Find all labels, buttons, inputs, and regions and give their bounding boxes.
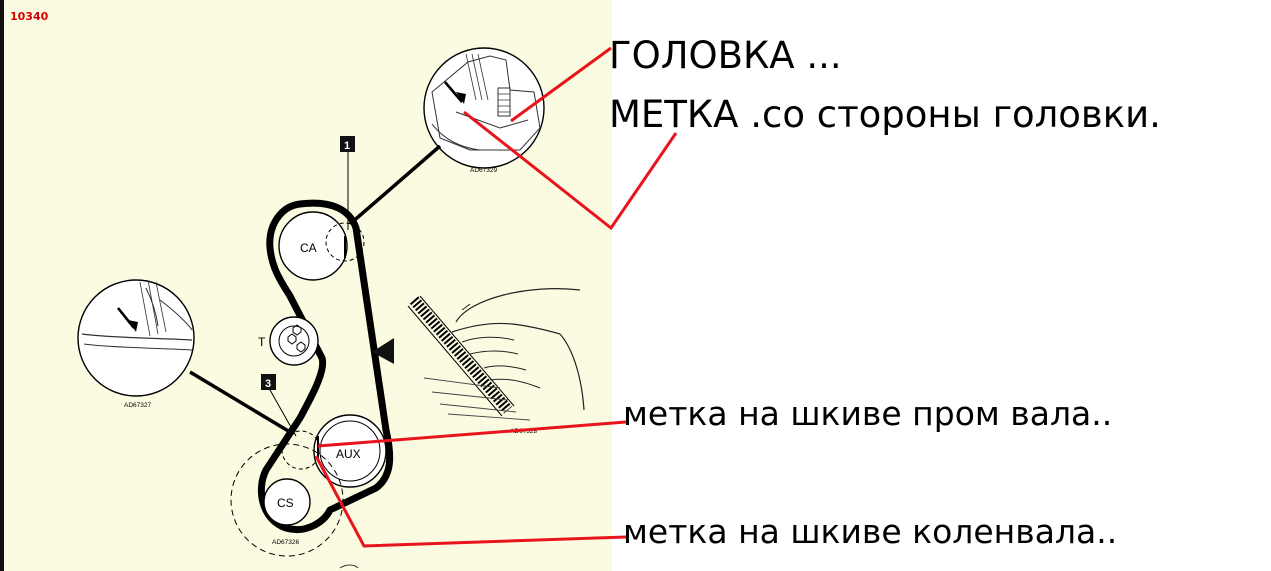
figure-ref-install: AD67328: [510, 428, 537, 435]
pulley-label-tensioner: T: [258, 335, 266, 349]
annotation-head: ГОЛОВКА ...: [609, 34, 842, 77]
document-id: 10340: [10, 10, 49, 23]
crank-detail-view: AD67327: [77, 279, 195, 409]
camshaft-detail-leader: [348, 144, 442, 226]
figure-ref-belt: AD67326: [272, 539, 299, 546]
crankshaft-pulley: [263, 478, 311, 526]
crankshaft-outline: [230, 443, 344, 557]
left-border: [0, 0, 4, 571]
callout-label-1: 1: [344, 140, 350, 152]
callout-leader-3: [269, 389, 297, 437]
annotation-aux-pulley-mark: метка на шкиве пром вала..: [623, 394, 1113, 433]
callout-label-3: 3: [265, 378, 271, 390]
callout-box-1: [340, 136, 355, 152]
crank-detail-leader: [189, 370, 291, 434]
pulley-label-crankshaft: CS: [277, 496, 294, 510]
camshaft-detail-view: AD67329: [423, 47, 545, 174]
camshaft-pulley: [278, 211, 348, 281]
figure-ref-camshaft: AD67329: [470, 167, 497, 174]
camshaft-mark-circle: [325, 222, 365, 262]
belt-install-sketch: AD67328: [407, 288, 585, 435]
annotation-crank-pulley-mark: метка на шкиве коленвала..: [623, 512, 1118, 551]
pulley-label-camshaft: CA: [300, 241, 317, 255]
callout-box-3: [261, 374, 276, 390]
pulley-label-auxiliary: AUX: [336, 447, 361, 461]
annotation-lines: [314, 46, 678, 548]
belt-direction-arrow: [372, 338, 394, 364]
annotation-head-mark: МЕТКА .со стороны головки.: [609, 93, 1161, 136]
figure-ref-crank: AD67327: [124, 402, 151, 409]
tensioner-pulley: [269, 316, 319, 366]
crank-mark-circle: [281, 430, 321, 470]
